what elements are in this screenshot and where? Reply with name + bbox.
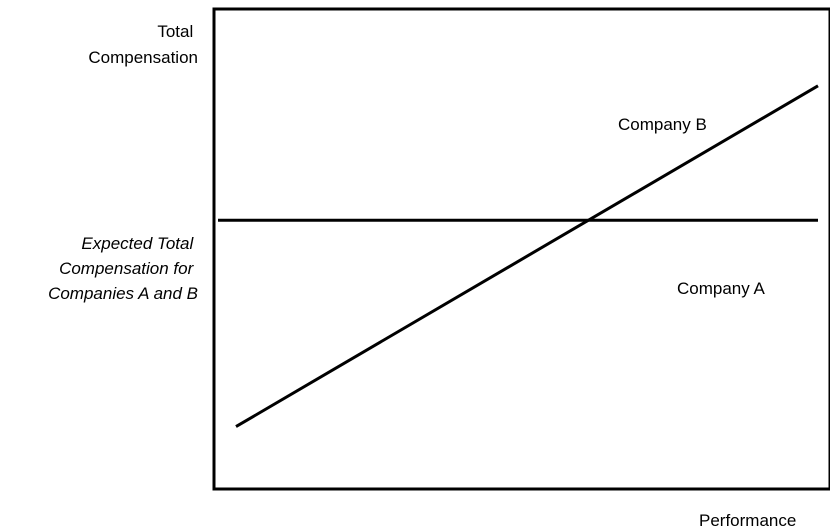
y-axis-label: Total Compensation bbox=[88, 22, 198, 67]
expected-compensation-label: Expected Total Compensation for Companie… bbox=[48, 234, 198, 303]
series-label-company-a: Company A bbox=[677, 279, 766, 298]
series-label-company-b: Company B bbox=[618, 115, 707, 134]
expected-compensation-line-1: Expected Total bbox=[81, 234, 194, 253]
y-axis-label-line-2: Compensation bbox=[88, 48, 198, 67]
expected-compensation-line-2: Compensation for bbox=[59, 259, 195, 278]
x-axis-label: Performance bbox=[699, 511, 796, 530]
series-line-company-b bbox=[235, 84, 819, 428]
y-axis-label-line-1: Total bbox=[157, 22, 193, 41]
plot-frame bbox=[212, 7, 830, 491]
expected-compensation-line-3: Companies A and B bbox=[48, 284, 198, 303]
